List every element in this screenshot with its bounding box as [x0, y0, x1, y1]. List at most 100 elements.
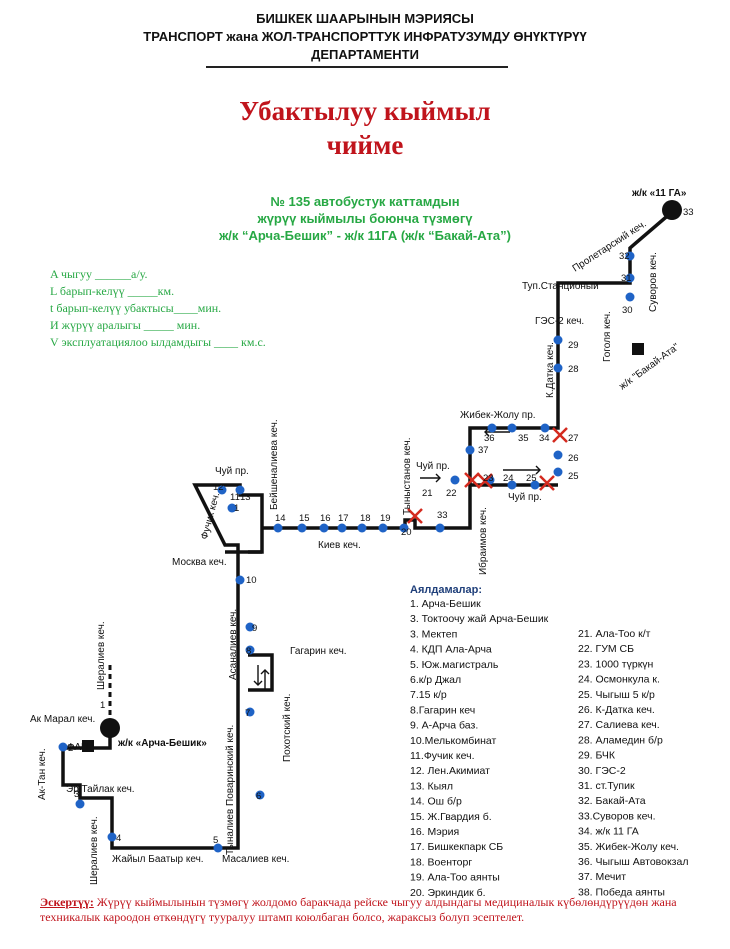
stop-markers: [58, 251, 635, 853]
svg-text:31: 31: [621, 273, 632, 284]
street-tynaliev: Тыналиев Поваринский кеч.: [225, 725, 236, 855]
stop-14: [273, 523, 283, 533]
street-zhibek: Жибек-Жолу пр.: [460, 409, 536, 421]
stop-entry-left-6: 6.к/р Джал: [410, 674, 461, 686]
stop-entry-left-11: 11.Фучик кеч.: [410, 750, 475, 762]
svg-text:24: 24: [503, 473, 514, 484]
subtitle-line-2: жүрүү кыймылы боюнча түзмөгү: [257, 211, 473, 226]
stop-entry-right-4: 24. Осмонкула к.: [578, 674, 660, 686]
stop-entry-left-16: 16. Мэрия: [410, 826, 459, 838]
header-line-1: БИШКЕК ШААРЫНЫН МЭРИЯСЫ: [256, 11, 474, 26]
stop-entry-left-12: 12. Лен.Акимиат: [410, 765, 490, 777]
stop-17: [337, 523, 347, 533]
stop-36b: [507, 423, 517, 433]
stop-entry-right-10: 30. ГЭС-2: [578, 765, 626, 777]
street-ak-maral: Ак Марал кеч.: [30, 714, 95, 725]
street-asanaliev: Асаналиев кеч.: [228, 609, 239, 680]
stop-24: [507, 480, 517, 490]
stop-20: [399, 523, 409, 533]
stop-entry-right-3: 23. 1000 түркүн: [578, 658, 654, 670]
svg-text:14: 14: [275, 513, 286, 524]
terminal-end-icon: [662, 200, 682, 220]
street-kdatka: К.Датка кеч.: [545, 342, 556, 398]
subtitle-line-1: № 135 автобустук каттамдын: [270, 194, 460, 209]
svg-text:4: 4: [116, 833, 121, 844]
stop-26: [553, 450, 563, 460]
svg-text:13: 13: [240, 492, 251, 503]
stop-entry-left-14: 14. Ош б/р: [410, 796, 462, 808]
param-length: L барып-келүү _____км.: [50, 284, 175, 298]
street-chui-left: Чуй пр.: [215, 466, 249, 477]
param-speed: V эксплуатациялоо ылдамдыгы ____ км.с.: [50, 335, 266, 349]
svg-text:26: 26: [568, 453, 579, 464]
svg-text:1: 1: [234, 503, 239, 514]
street-gogol: Гоголя кеч.: [602, 311, 613, 362]
note-label: Эскертүү:: [40, 895, 94, 909]
stop-12: [217, 485, 227, 495]
stop-32: [625, 251, 635, 261]
stop-entry-left-13: 13. Кыял: [410, 780, 453, 792]
fap-label: ФАП: [67, 742, 88, 753]
stop-entry-left-8: 8.Гагарин кеч: [410, 704, 475, 716]
svg-text:25: 25: [568, 471, 579, 482]
svg-text:15: 15: [299, 513, 310, 524]
svg-text:18: 18: [360, 513, 371, 524]
svg-text:27: 27: [568, 433, 579, 444]
stop-3: [75, 799, 85, 809]
svg-text:6: 6: [256, 791, 261, 802]
stop-entry-left-20: 20. Эркиндик б.: [410, 887, 486, 899]
street-ibraimov: Ибраимов кеч.: [477, 507, 489, 575]
stop-30: [625, 292, 635, 302]
stop-entry-right-17: 37. Мечит: [578, 871, 626, 883]
warning-note: Эскертүү: Жүрүү кыймылынын түзмөгү жолдо…: [40, 895, 710, 925]
stop-entry-left-17: 17. Бишкекпарк СБ: [410, 841, 503, 853]
stop-5: [213, 843, 223, 853]
street-tup-station: Туп.Станционый: [522, 281, 599, 292]
svg-text:33: 33: [683, 207, 694, 218]
header-line-2: ТРАНСПОРТ жана ЖОЛ-ТРАНСПОРТТУК ИНФРАТУЗ…: [143, 29, 587, 44]
svg-text:9: 9: [252, 623, 257, 634]
stop-entry-left-18: 18. Военторг: [410, 856, 472, 868]
route-parameters: A чыгуу ______а/у. L барып-келүү _____км…: [50, 266, 266, 351]
fap-square-icon: [82, 740, 94, 752]
stop-10: [235, 575, 245, 585]
stop-entry-left-9: 9. А-Арча баз.: [410, 720, 478, 732]
stop-37: [465, 445, 475, 455]
stop-entry-right-11: 31. ст.Тупик: [578, 780, 635, 792]
stop-entry-left-7: 7.15 к/р: [410, 689, 447, 701]
svg-text:36: 36: [484, 433, 495, 444]
param-departure: A чыгуу ______а/у.: [50, 267, 148, 281]
terminal-start-icon: [100, 718, 120, 738]
stop-29: [553, 335, 563, 345]
street-proletarsky: Пролетарский кеч.: [571, 219, 649, 275]
svg-text:20: 20: [401, 527, 412, 538]
stop-entry-right-16: 36. Чыгыш Автовокзал: [578, 856, 688, 868]
street-pokhotsky: Похотский кеч.: [282, 694, 293, 762]
param-time: t барып-келүү убактысы____мин.: [50, 301, 222, 315]
subtitle-line-3: ж/к “Арча-Бешик” - ж/к 11ГА (ж/к “Бакай-…: [219, 228, 511, 243]
street-kiev: Киев кеч.: [318, 540, 361, 551]
svg-text:16: 16: [320, 513, 331, 524]
stop-entry-right-5: 25. Чыгыш 5 к/р: [578, 689, 655, 701]
stop-entry-left-19: 19. Ала-Тоо аянты: [410, 872, 500, 884]
stop-16: [319, 523, 329, 533]
svg-text:8: 8: [246, 646, 251, 657]
closure-crosses: [407, 427, 568, 524]
street-labels: Ак Марал кеч. Эр Тайлак кеч. Жайыл Бааты…: [30, 188, 687, 865]
header-line-3: ДЕПАРТАМЕНТИ: [311, 47, 419, 62]
street-ak-tan: Ак-Тан кеч.: [37, 748, 48, 800]
stop-34: [540, 423, 550, 433]
svg-text:1: 1: [100, 700, 105, 711]
stop-entry-right-6: 26. К-Датка кеч.: [578, 704, 655, 716]
svg-text:30: 30: [622, 305, 633, 316]
stop-4: [107, 832, 117, 842]
stop-9: [245, 622, 255, 632]
svg-text:17: 17: [338, 513, 349, 524]
svg-text:11: 11: [230, 492, 240, 503]
svg-text:25: 25: [526, 473, 537, 484]
stop-25a: [530, 480, 540, 490]
stop-7: [245, 707, 255, 717]
stop-28: [553, 363, 563, 373]
svg-text:7: 7: [245, 708, 250, 719]
svg-text:22: 22: [446, 488, 457, 499]
